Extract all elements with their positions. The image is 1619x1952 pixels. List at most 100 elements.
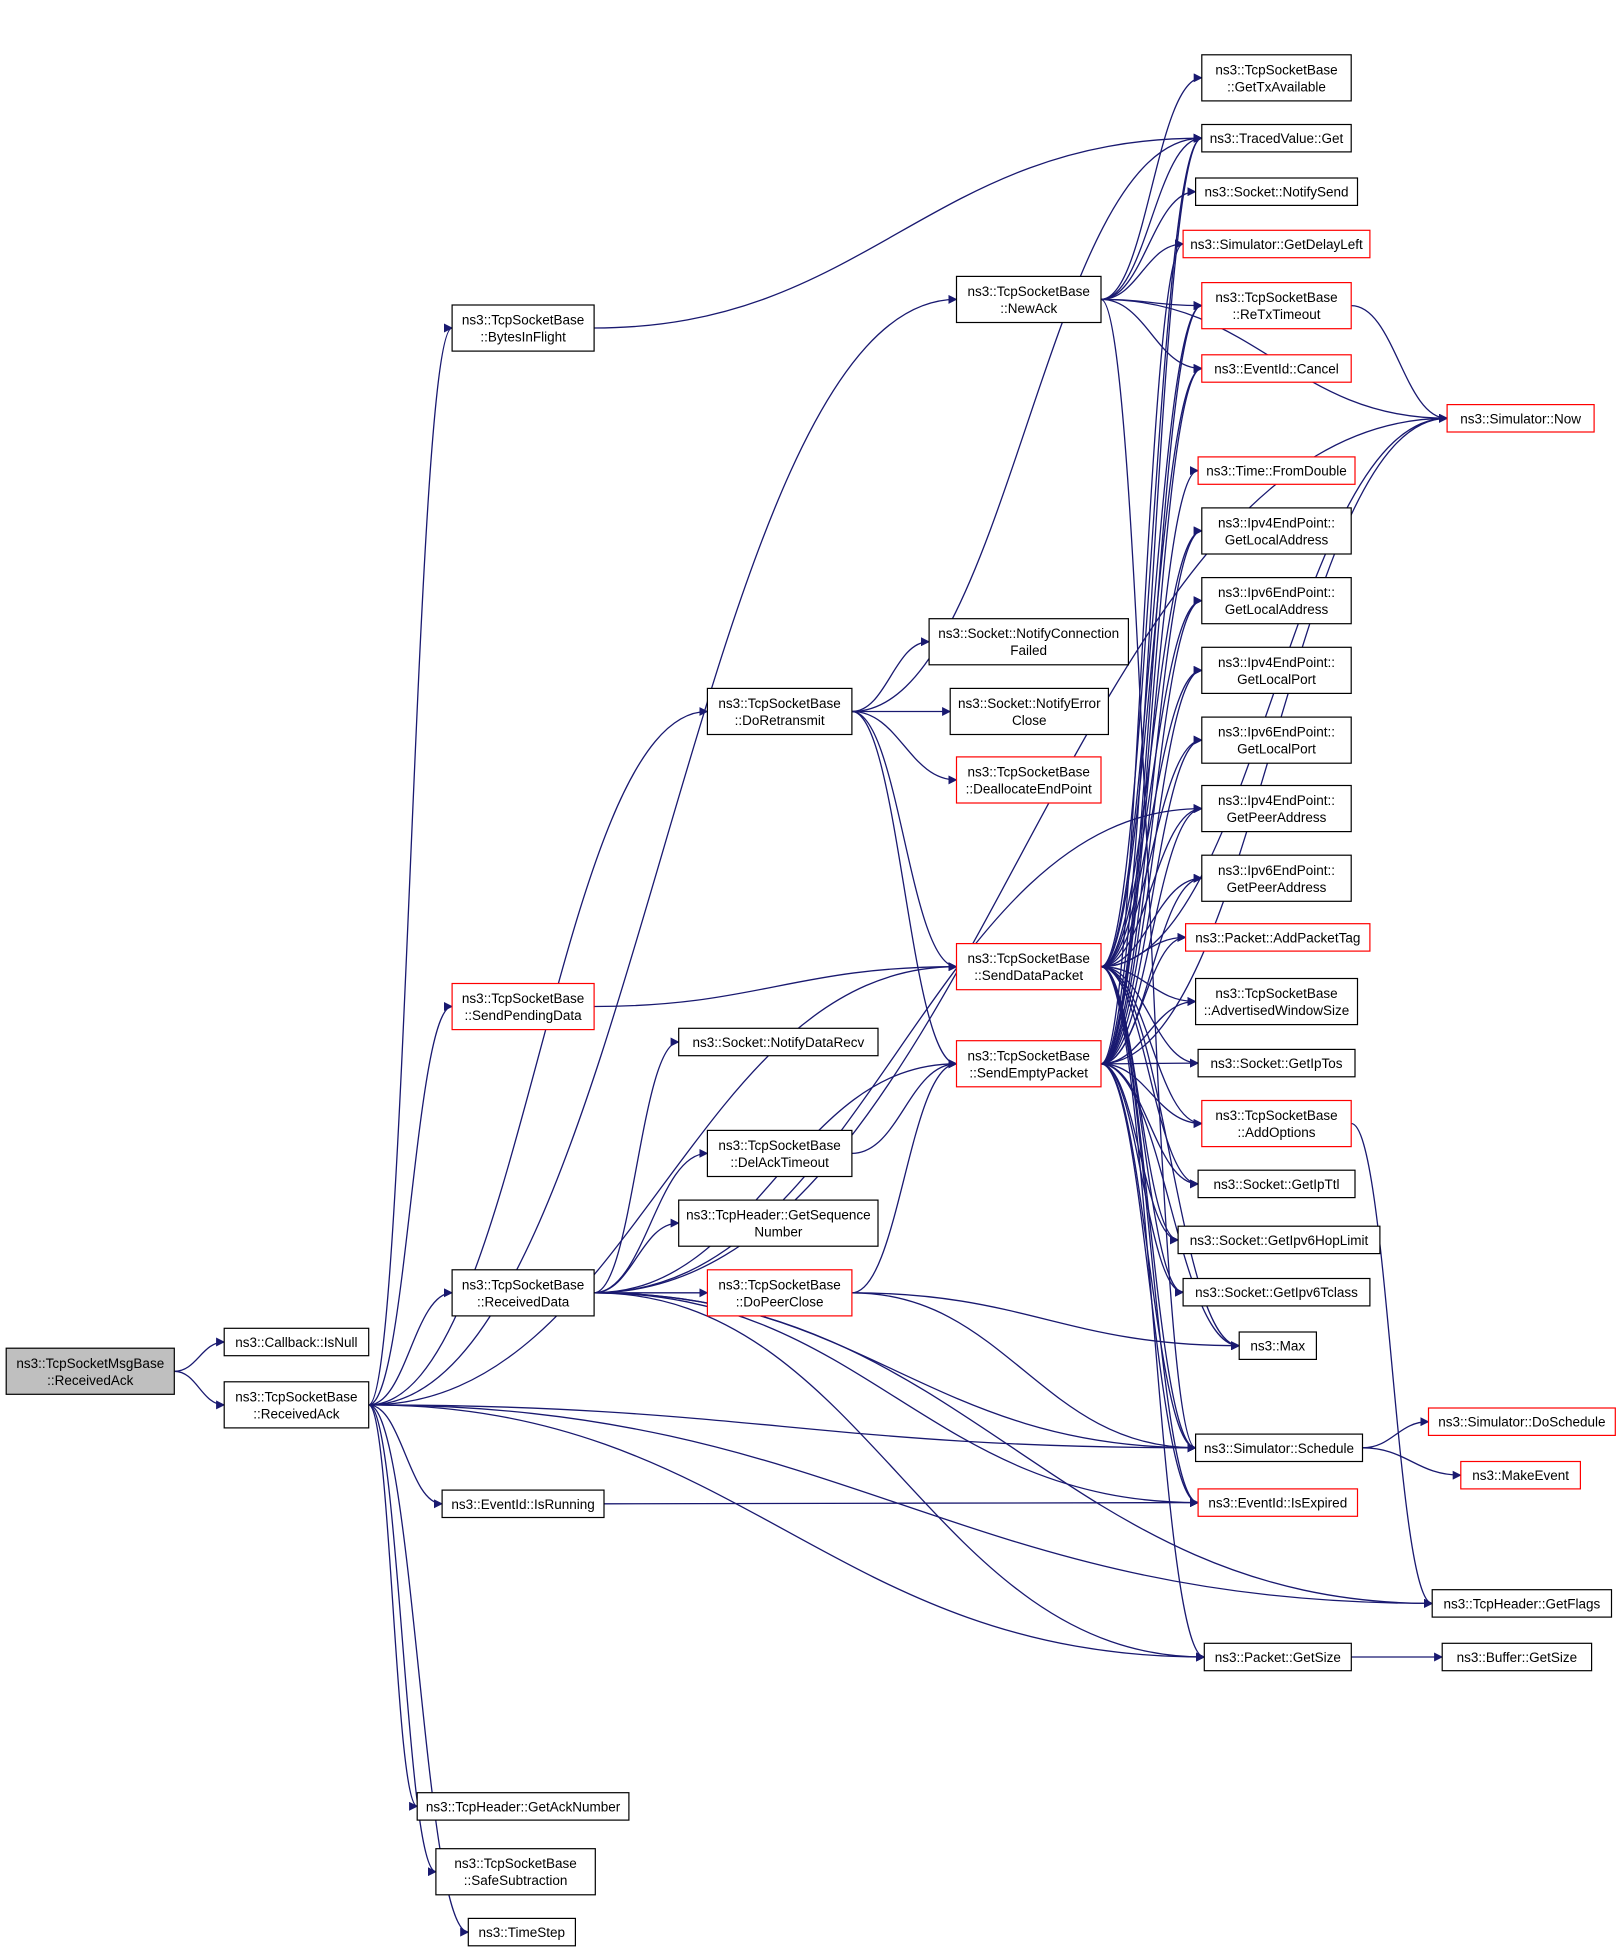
edge-line [1100, 526, 1203, 1065]
node-box [1201, 354, 1352, 383]
edge-receivedack-to-bytesinflight [368, 323, 453, 1406]
node-getiptos[interactable]: ns3::Socket::GetIpTos [1197, 1048, 1356, 1078]
node-bytesinflight[interactable]: ns3::TcpSocketBase::BytesInFlight [451, 304, 595, 352]
node-box [1460, 1460, 1582, 1490]
edge-sendemptypacket-to-ipv6localport [1100, 735, 1203, 1065]
node-cancel[interactable]: ns3::EventId::Cancel [1201, 354, 1352, 383]
edge-receiveddata-to-packetgetsize [593, 1292, 1206, 1662]
node-label: ::BytesInFlight [480, 330, 566, 345]
node-doschedule[interactable]: ns3::Simulator::DoSchedule [1427, 1407, 1616, 1436]
node-label: ns3::Socket::GetIpv6HopLimit [1190, 1233, 1369, 1248]
node-schedule[interactable]: ns3::Simulator::Schedule [1194, 1433, 1364, 1463]
edge-doretransmit-to-deallocendpoint [851, 710, 958, 785]
node-getipv6hop[interactable]: ns3::Socket::GetIpv6HopLimit [1177, 1225, 1381, 1255]
node-safesub[interactable]: ns3::TcpSocketBase::SafeSubtraction [435, 1848, 596, 1896]
node-sendemptypacket[interactable]: ns3::TcpSocketBase::SendEmptyPacket [955, 1040, 1102, 1088]
node-ipv6localaddr[interactable]: ns3::Ipv6EndPoint::GetLocalAddress [1201, 576, 1352, 625]
node-getipv6tclass[interactable]: ns3::Socket::GetIpv6Tclass [1182, 1277, 1371, 1307]
node-buffergetsize[interactable]: ns3::Buffer::GetSize [1441, 1642, 1593, 1672]
node-tracedget[interactable]: ns3::TracedValue::Get [1201, 123, 1352, 153]
edge-line [851, 710, 958, 1069]
node-ipv6peeraddr[interactable]: ns3::Ipv6EndPoint::GetPeerAddress [1201, 854, 1352, 902]
node-label: ::SendDataPacket [974, 968, 1083, 983]
node-isexpired[interactable]: ns3::EventId::IsExpired [1197, 1488, 1359, 1517]
node-box [1194, 177, 1359, 206]
edge-dopeerclose-to-sendemptypacket [851, 1059, 958, 1294]
node-receiveddata[interactable]: ns3::TcpSocketBase::ReceivedData [451, 1269, 595, 1317]
node-now[interactable]: ns3::Simulator::Now [1446, 404, 1595, 433]
edge-newack-to-tracedget [1100, 133, 1203, 301]
node-addpackettag[interactable]: ns3::Packet::AddPacketTag [1184, 923, 1371, 952]
edge-receivedack-to-safesub [368, 1404, 437, 1877]
edge-line [851, 637, 930, 713]
edge-receivedack-to-timestep [368, 1404, 470, 1937]
node-ipv4localport[interactable]: ns3::Ipv4EndPoint::GetLocalPort [1201, 646, 1352, 694]
edge-line [1100, 133, 1203, 1065]
node-ipv4localaddr[interactable]: ns3::Ipv4EndPoint::GetLocalAddress [1201, 507, 1352, 555]
node-doretransmit[interactable]: ns3::TcpSocketBase::DoRetransmit [706, 687, 853, 736]
node-label: ns3::Socket::NotifySend [1204, 185, 1348, 200]
node-getdelayleft[interactable]: ns3::Simulator::GetDelayLeft [1182, 229, 1371, 259]
edge-line [1100, 73, 1203, 301]
node-ipv6localport[interactable]: ns3::Ipv6EndPoint::GetLocalPort [1201, 716, 1352, 764]
node-label: ns3::Socket::NotifyError [958, 696, 1101, 711]
edge-line [1362, 1417, 1430, 1449]
node-timestep[interactable]: ns3::TimeStep [467, 1917, 576, 1947]
edge-line [851, 1292, 1197, 1453]
node-label: ns3::Time::FromDouble [1206, 464, 1347, 479]
node-makeevent[interactable]: ns3::MakeEvent [1460, 1460, 1582, 1490]
node-delacktimeout[interactable]: ns3::TcpSocketBase::DelAckTimeout [706, 1129, 853, 1178]
node-getflags[interactable]: ns3::TcpHeader::GetFlags [1431, 1589, 1613, 1618]
node-isnull[interactable]: ns3::Callback::IsNull [223, 1327, 370, 1357]
node-fromdouble[interactable]: ns3::Time::FromDouble [1197, 456, 1356, 485]
edge-line [593, 1059, 958, 1294]
node-senddatapacket[interactable]: ns3::TcpSocketBase::SendDataPacket [955, 942, 1102, 991]
edge-line [368, 962, 958, 1406]
node-ipv4peeraddr[interactable]: ns3::Ipv4EndPoint::GetPeerAddress [1201, 784, 1352, 833]
node-gettxavail[interactable]: ns3::TcpSocketBase::GetTxAvailable [1201, 54, 1352, 102]
node-box [1446, 404, 1595, 433]
node-label: ns3::Socket::NotifyConnection [938, 626, 1119, 641]
edge-doretransmit-to-notifyconnfailed [851, 637, 930, 713]
node-packetgetsize[interactable]: ns3::Packet::GetSize [1203, 1642, 1352, 1672]
node-label: ::SendEmptyPacket [969, 1065, 1088, 1080]
node-dopeerclose[interactable]: ns3::TcpSocketBase::DoPeerClose [706, 1269, 853, 1317]
node-getipttl[interactable]: ns3::Socket::GetIpTtl [1197, 1169, 1356, 1199]
node-sendpendingdata[interactable]: ns3::TcpSocketBase::SendPendingData [451, 982, 595, 1031]
edge-sendemptypacket-to-getdelayleft [1100, 239, 1184, 1065]
node-label: ns3::TcpHeader::GetFlags [1443, 1596, 1600, 1611]
node-root[interactable]: ns3::TcpSocketMsgBase::ReceivedAck [5, 1347, 175, 1395]
node-label: ns3::Max [1250, 1339, 1305, 1354]
node-deallocendpoint[interactable]: ns3::TcpSocketBase::DeallocateEndPoint [955, 756, 1102, 804]
node-box [1201, 646, 1352, 694]
node-notifydatarecv[interactable]: ns3::Socket::NotifyDataRecv [678, 1027, 879, 1057]
edge-receivedack-to-getacknumber [368, 1404, 419, 1811]
node-advwinsize[interactable]: ns3::TcpSocketBase::AdvertisedWindowSize [1194, 977, 1359, 1026]
node-label: ns3::Ipv4EndPoint:: [1218, 793, 1335, 808]
node-label: GetLocalPort [1237, 742, 1316, 757]
node-max[interactable]: ns3::Max [1238, 1331, 1317, 1360]
node-label: ns3::TcpSocketBase [462, 313, 584, 328]
node-isrunning[interactable]: ns3::EventId::IsRunning [441, 1489, 605, 1519]
node-box [1177, 1225, 1381, 1255]
edge-delacktimeout-to-sendemptypacket [851, 1059, 958, 1155]
edge-line [593, 1292, 1206, 1662]
node-retxtimeout[interactable]: ns3::TcpSocketBase::ReTxTimeout [1201, 282, 1352, 330]
node-receivedack[interactable]: ns3::TcpSocketBase::ReceivedAck [223, 1381, 370, 1429]
edge-receivedack-to-newack [368, 294, 958, 1406]
node-label: ::AddOptions [1237, 1125, 1315, 1140]
node-label: ns3::Packet::GetSize [1215, 1650, 1341, 1665]
node-newack[interactable]: ns3::TcpSocketBase::NewAck [955, 275, 1102, 324]
node-addoptions[interactable]: ns3::TcpSocketBase::AddOptions [1201, 1099, 1352, 1148]
edge-line [368, 323, 453, 1406]
edge-line [603, 1498, 1199, 1508]
edge-line [1100, 966, 1199, 1068]
node-notifysend[interactable]: ns3::Socket::NotifySend [1194, 177, 1359, 206]
edge-doretransmit-to-tracedget [851, 133, 1203, 713]
node-getacknumber[interactable]: ns3::TcpHeader::GetAckNumber [416, 1792, 630, 1821]
node-box [1194, 1433, 1364, 1463]
edge-retxtimeout-to-now [1351, 304, 1448, 423]
